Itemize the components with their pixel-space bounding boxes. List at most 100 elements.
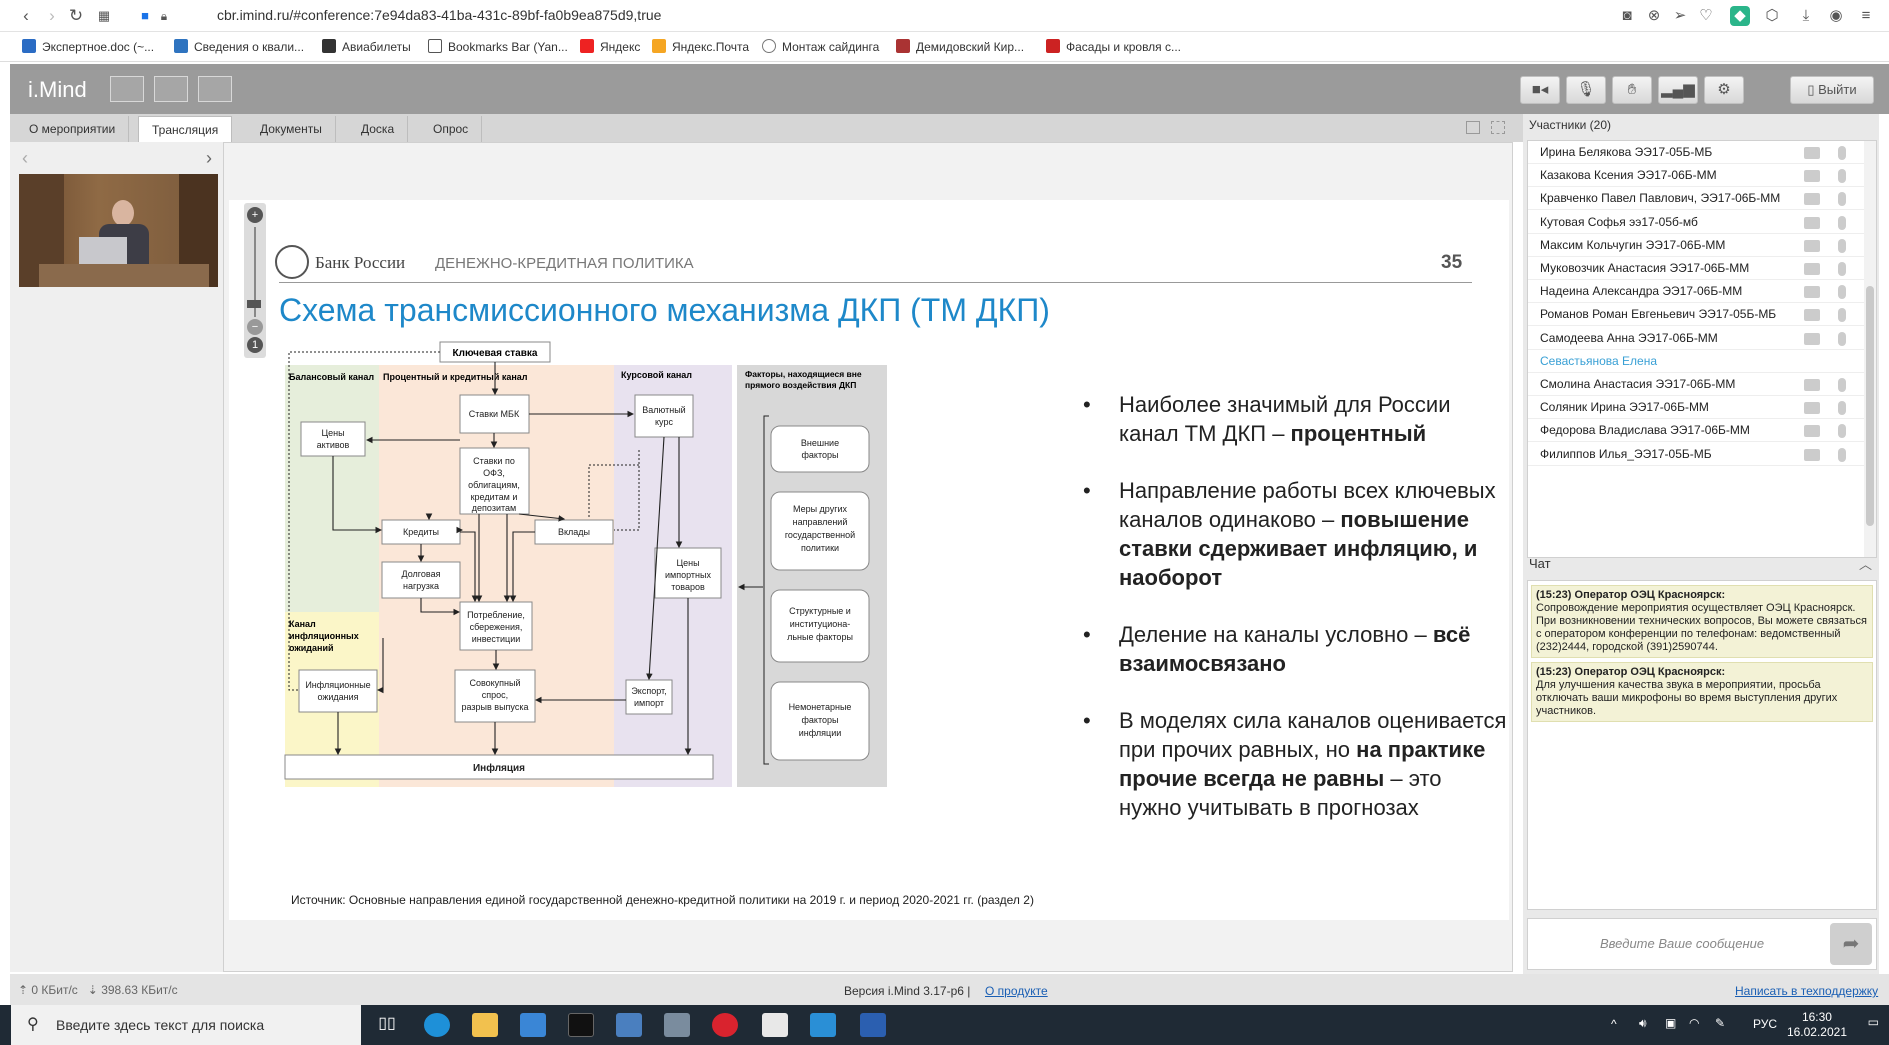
site-icon <box>896 39 910 53</box>
scrollbar[interactable] <box>1864 141 1876 557</box>
bookmark-item[interactable]: Яндекс.Почта <box>652 39 749 54</box>
participant-row[interactable]: Кутовая Софья ээ17-05б-мб <box>1528 211 1864 234</box>
scroll-thumb[interactable] <box>1866 286 1874 526</box>
reload-icon[interactable]: ↻ <box>68 6 84 25</box>
folder-icon[interactable] <box>472 1013 498 1037</box>
slide-source: Источник: Основные направления единой го… <box>291 893 1034 907</box>
layout-single-button[interactable] <box>198 76 232 102</box>
wifi-icon[interactable]: ◠ <box>1689 1016 1700 1030</box>
camera-button[interactable]: ■◂ <box>1520 76 1560 104</box>
tabs-grid-icon[interactable]: ▦ <box>97 8 111 23</box>
participant-row[interactable]: Ирина Белякова ЭЭ17-05Б-МБ <box>1528 141 1864 164</box>
participant-row[interactable]: Филиппов Илья_ЭЭ17-05Б-МБ <box>1528 443 1864 466</box>
camera-icon <box>1804 425 1820 438</box>
participant-row[interactable]: Кравченко Павел Павлович, ЭЭ17-06Б-ММ <box>1528 187 1864 211</box>
language-indicator[interactable]: РУС <box>1752 1017 1777 1031</box>
tab-board[interactable]: Доска <box>348 116 409 142</box>
bookmark-item[interactable]: Авиабилеты <box>322 39 411 54</box>
next-arrow-icon[interactable]: › <box>206 148 212 168</box>
pen-icon[interactable]: ✎ <box>1715 1016 1726 1030</box>
microphone-button[interactable]: 🎙︎ <box>1566 76 1606 104</box>
participant-row[interactable]: Казакова Ксения ЭЭ17-06Б-ММ <box>1528 164 1864 188</box>
block-icon[interactable]: ⊗ <box>1647 7 1661 24</box>
document-icon[interactable] <box>762 1013 788 1037</box>
lock-icon[interactable]: 🔒︎ <box>160 9 168 23</box>
layout-grid-button[interactable] <box>110 76 144 102</box>
tab-poll[interactable]: Опрос <box>420 116 483 142</box>
participant-row[interactable]: Самодеева Анна ЭЭ17-06Б-ММ <box>1528 327 1864 350</box>
exit-button[interactable]: ▯ Выйти <box>1790 76 1874 104</box>
cube-icon[interactable]: ⬡ <box>1765 7 1779 24</box>
settings-button[interactable]: ⚙ <box>1704 76 1744 104</box>
zoom-handle[interactable] <box>247 300 261 308</box>
download-icon[interactable]: ⤓ <box>1802 7 1810 24</box>
participant-row[interactable]: Муковозчик Анастасия ЭЭ17-06Б-ММ <box>1528 257 1864 280</box>
support-link[interactable]: Написать в техподдержку <box>1735 984 1879 998</box>
chat-input[interactable]: Введите Ваше сообщение ➦ <box>1527 918 1877 970</box>
participant-row[interactable]: Романов Роман Евгеньевич ЭЭ17-05Б-МБ <box>1528 303 1864 327</box>
tray-up-icon[interactable]: ^ <box>1611 1017 1617 1031</box>
extension-icon[interactable]: ◆ <box>1730 6 1750 26</box>
svg-text:факторы: факторы <box>802 450 839 460</box>
svg-text:Внешние: Внешние <box>801 438 839 448</box>
participant-row[interactable]: Соляник Ирина ЭЭ17-06Б-ММ <box>1528 396 1864 420</box>
tab-documents[interactable]: Документы <box>247 116 336 142</box>
tab-about[interactable]: О мероприятии <box>16 116 130 142</box>
store-icon[interactable] <box>520 1013 546 1037</box>
volume-icon[interactable]: 🔊︎ <box>1639 1016 1647 1030</box>
about-link[interactable]: О продукте <box>985 984 1048 998</box>
bookmark-item[interactable]: Экспертное.doc (~... <box>22 39 154 54</box>
taskbar-search[interactable]: ⚲ Введите здесь текст для поиска <box>11 1005 361 1045</box>
bookmark-item[interactable]: Демидовский Кир... <box>896 39 1024 54</box>
window-mode-icon[interactable] <box>1466 121 1480 134</box>
tray-app-icon[interactable]: ▣ <box>1665 1016 1677 1030</box>
fullscreen-icon[interactable] <box>1491 121 1505 134</box>
participant-row[interactable]: Надеина Александра ЭЭ17-06Б-ММ <box>1528 280 1864 304</box>
edge-icon[interactable] <box>424 1013 450 1037</box>
notification-icon[interactable]: ▭ <box>1867 1015 1879 1029</box>
word-icon[interactable] <box>860 1013 886 1037</box>
participant-row[interactable]: Смолина Анастасия ЭЭ17-06Б-ММ <box>1528 373 1864 396</box>
bookmark-item[interactable]: Bookmarks Bar (Yan... <box>428 39 568 54</box>
collapse-icon[interactable]: ︿ <box>1859 557 1873 572</box>
bank-logo <box>275 245 309 279</box>
calculator-icon[interactable] <box>664 1013 690 1037</box>
speaker-video[interactable] <box>19 174 218 287</box>
task-view-icon[interactable]: ▯▯ <box>378 1015 396 1032</box>
participant-name: Самодеева Анна ЭЭ17-06Б-ММ <box>1540 330 1718 345</box>
bookmark-item[interactable]: Монтаж сайдинга <box>762 39 879 54</box>
screenshot-icon[interactable]: ◙ <box>1622 7 1632 24</box>
browser-toolbar: ‹ › ↻ ▦ ■ 🔒︎ cbr.imind.ru/#conference:7e… <box>0 0 1889 32</box>
forward-icon[interactable]: › <box>49 6 55 25</box>
tab-broadcast[interactable]: Трансляция <box>138 116 233 142</box>
profile-icon[interactable]: ◉ <box>1829 7 1843 24</box>
terminal-icon[interactable] <box>568 1013 594 1037</box>
opera-icon[interactable] <box>712 1013 738 1037</box>
address-bar[interactable]: cbr.imind.ru/#conference:7e94da83-41ba-4… <box>217 7 662 23</box>
menu-icon[interactable]: ≡ <box>1861 7 1871 24</box>
chat-message: (15:23) Оператор ОЭЦ Красноярск:Для улуч… <box>1531 662 1873 722</box>
participant-row[interactable]: Севастьянова Елена <box>1528 350 1864 373</box>
raise-hand-button[interactable]: ✋︎ <box>1612 76 1652 104</box>
bookmark-item[interactable]: Яндекс <box>580 39 640 54</box>
bookmark-item[interactable]: Сведения о квали... <box>174 39 304 54</box>
back-icon[interactable]: ‹ <box>23 6 29 25</box>
signal-button[interactable]: ▂▄▆ <box>1658 76 1698 104</box>
zoom-reset-icon[interactable]: 1 <box>247 337 263 353</box>
camera-icon[interactable]: ■ <box>141 8 149 23</box>
send-button[interactable]: ➦ <box>1830 923 1872 965</box>
send-icon[interactable]: ➢ <box>1673 7 1687 24</box>
network-app-icon[interactable] <box>616 1013 642 1037</box>
zoom-slider[interactable]: + − 1 <box>244 203 266 358</box>
zoom-in-icon[interactable]: + <box>247 207 263 223</box>
app-icon[interactable] <box>810 1013 836 1037</box>
zoom-out-icon[interactable]: − <box>247 319 263 335</box>
layout-split-button[interactable] <box>154 76 188 102</box>
heart-icon[interactable]: ♡ <box>1699 7 1713 24</box>
bookmark-item[interactable]: Фасады и кровля с... <box>1046 39 1181 54</box>
participant-row[interactable]: Максим Кольчугин ЭЭ17-06Б-ММ <box>1528 234 1864 257</box>
svg-text:Меры других: Меры других <box>793 504 848 514</box>
prev-arrow-icon[interactable]: ‹ <box>22 148 28 168</box>
participant-row[interactable]: Федорова Владислава ЭЭ17-06Б-ММ <box>1528 419 1864 443</box>
